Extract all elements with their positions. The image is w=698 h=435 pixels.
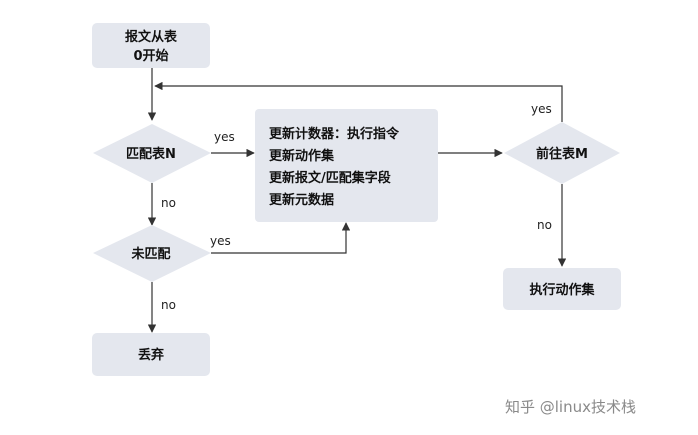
- node-discard-label: 丢弃: [138, 347, 164, 363]
- watermark-text: 知乎 @linux技术栈: [505, 398, 636, 416]
- label-yes-goto: yes: [531, 102, 552, 116]
- node-start-line-2: 0开始: [133, 48, 168, 64]
- node-discard: 丢弃: [92, 333, 210, 376]
- label-no-match: no: [161, 196, 176, 210]
- node-update-box: [255, 109, 438, 222]
- node-goto-table-diamond: [504, 122, 620, 184]
- node-exec-actions: 执行动作集: [503, 268, 621, 310]
- label-no-unmatched: no: [161, 298, 176, 312]
- node-goto-table: 前往表M: [504, 122, 620, 184]
- edge-unmatched-yes: [211, 222, 351, 254]
- node-unmatched: 未匹配: [93, 225, 211, 282]
- node-update-line-1: 更新计数器：执行指令: [269, 126, 400, 142]
- node-goto-table-label: 前往表M: [536, 146, 588, 162]
- edge-goto-yes-loop: [154, 81, 563, 122]
- node-match-table-label: 匹配表N: [126, 146, 176, 162]
- node-start-box: [92, 23, 210, 68]
- node-update: 更新计数器：执行指令 更新动作集 更新报文/匹配集字段 更新元数据: [255, 109, 438, 222]
- node-update-line-2: 更新动作集: [269, 148, 335, 164]
- edges: [147, 68, 567, 333]
- node-start-line-1: 报文从表: [125, 29, 178, 45]
- node-exec-actions-label: 执行动作集: [529, 282, 595, 298]
- node-update-line-4: 更新元数据: [269, 192, 334, 208]
- label-yes-match: yes: [214, 130, 235, 144]
- node-start: 报文从表 0开始: [92, 23, 210, 68]
- node-match-table-diamond: [93, 124, 211, 183]
- node-exec-actions-box: [503, 268, 621, 310]
- node-update-line-3: 更新报文/匹配集字段: [269, 170, 391, 186]
- label-yes-unmatched: yes: [210, 234, 231, 248]
- node-discard-box: [92, 333, 210, 376]
- label-no-goto: no: [537, 218, 552, 232]
- node-unmatched-diamond: [93, 225, 211, 282]
- node-match-table: 匹配表N: [93, 124, 211, 183]
- node-unmatched-label: 未匹配: [130, 246, 170, 262]
- watermark: 知乎 @linux技术栈: [505, 398, 636, 416]
